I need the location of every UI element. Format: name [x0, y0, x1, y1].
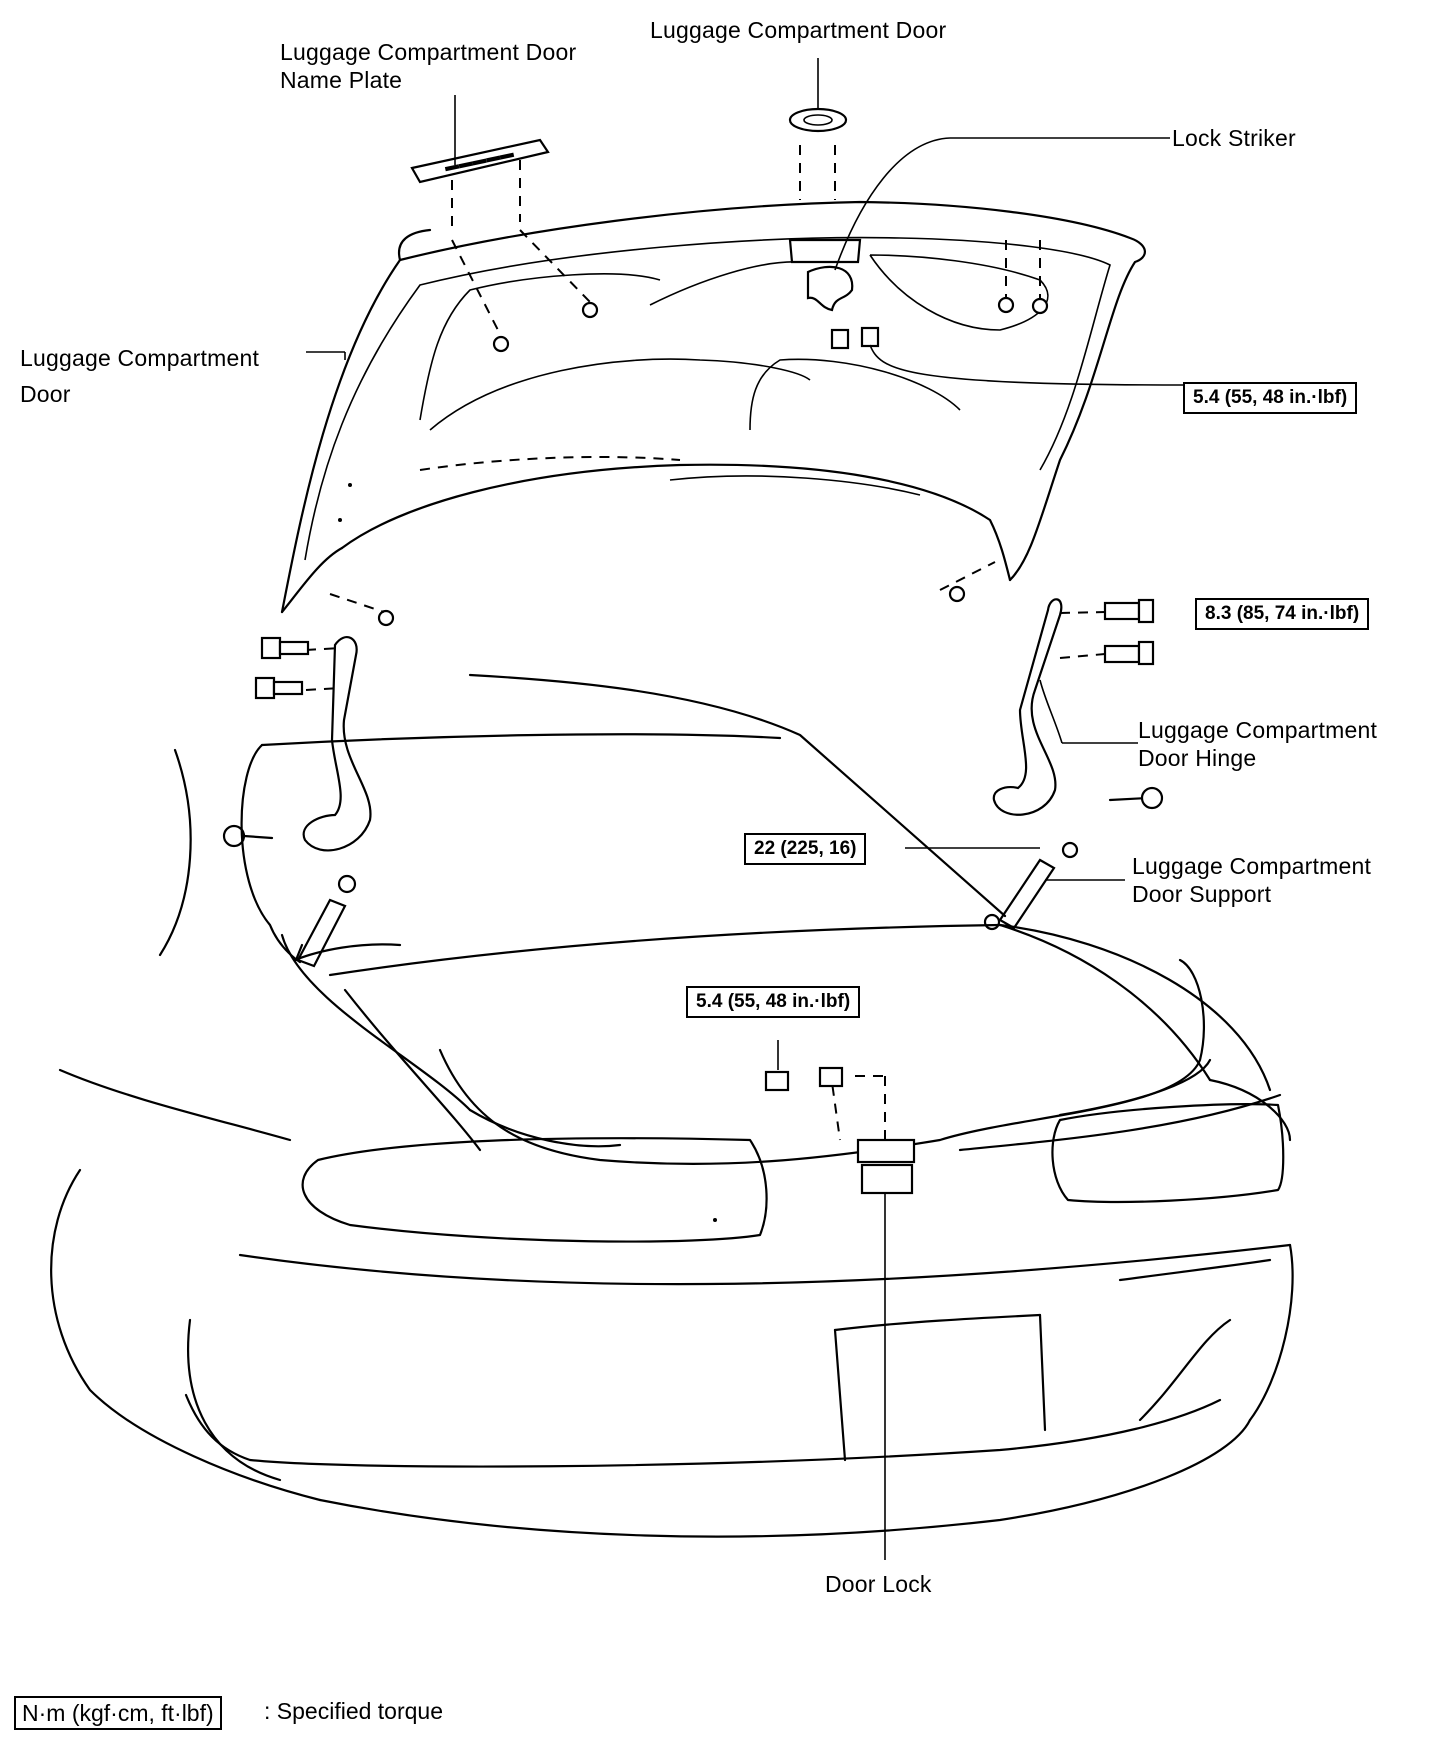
door-label: Luggage Compartment Door — [20, 340, 259, 412]
lock-striker-label: Lock Striker — [1172, 125, 1296, 151]
hinge-label-line1: Luggage Compartment — [1138, 717, 1378, 743]
support-label: Luggage Compartment Door Support — [1132, 852, 1371, 908]
door-lock-label: Door Lock — [825, 1571, 932, 1597]
svg-text:▬▬▬▬▬: ▬▬▬▬▬ — [443, 144, 515, 174]
hinge-label: Luggage Compartment Door Hinge — [1138, 716, 1377, 772]
dashed-guide-lines — [305, 145, 1106, 1141]
support-label-line2: Door Support — [1132, 881, 1272, 907]
support-struts — [294, 841, 1125, 968]
door-label-line2: Door — [20, 381, 71, 407]
name-plate-label: Luggage Compartment Door Name Plate — [280, 38, 576, 94]
door-lock — [764, 1040, 916, 1560]
door-label-line1: Luggage Compartment — [20, 345, 260, 371]
torque-support: 22 (225, 16) — [744, 833, 867, 865]
emblem-label: Luggage Compartment Door — [650, 17, 947, 43]
torque-door-lock-bolts: 5.4 (55, 48 in.·lbf) — [686, 986, 861, 1018]
legend-unit-box: N·m (kgf·cm, ft·lbf) — [14, 1696, 222, 1730]
left-hinge — [222, 636, 372, 852]
lock-striker — [788, 137, 1186, 386]
name-plate: ▬▬▬▬▬ — [410, 138, 550, 184]
support-label-line1: Luggage Compartment — [1132, 853, 1372, 879]
torque-striker-bolts: 5.4 (55, 48 in.·lbf) — [1183, 382, 1358, 414]
name-plate-label-line2: Name Plate — [280, 67, 403, 93]
emblem — [788, 58, 848, 133]
hinge-label-line2: Door Hinge — [1138, 745, 1257, 771]
torque-hinge-bolts: 8.3 (85, 74 in.·lbf) — [1195, 598, 1370, 630]
legend-description: : Specified torque — [264, 1698, 444, 1724]
right-hinge — [992, 598, 1164, 816]
name-plate-label-line1: Luggage Compartment Door — [280, 39, 577, 65]
luggage-compartment-door-panel — [280, 200, 1146, 627]
car-body — [50, 673, 1294, 1538]
leader-lines — [306, 95, 456, 360]
